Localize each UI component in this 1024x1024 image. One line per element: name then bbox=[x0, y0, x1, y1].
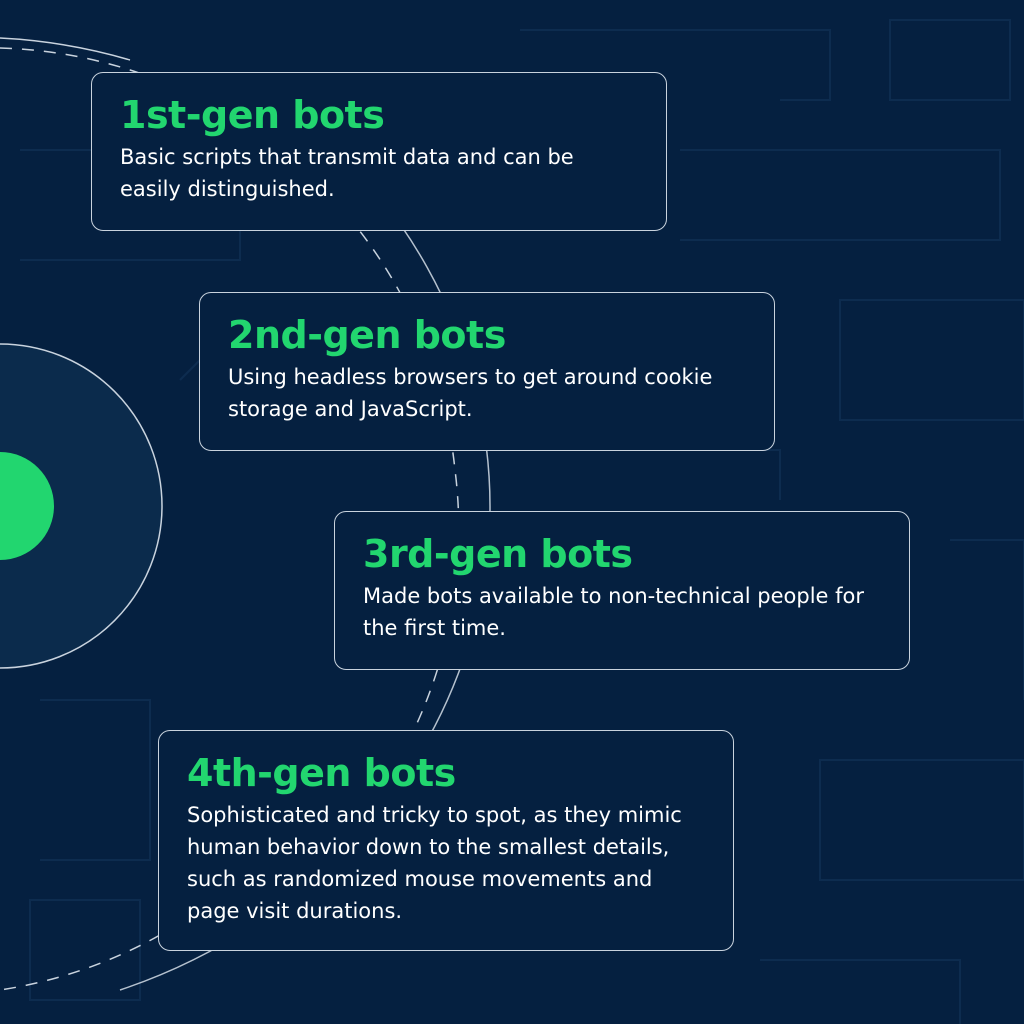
card-description: Sophisticated and tricky to spot, as the… bbox=[187, 803, 682, 923]
outer-arc bbox=[0, 37, 131, 61]
card-title: 2nd-gen bots bbox=[228, 313, 506, 357]
card-title: 3rd-gen bots bbox=[363, 532, 633, 576]
timeline-card-3rd-gen: 3rd-gen bots Made bots available to non-… bbox=[334, 511, 910, 670]
dashed-arc-bottom bbox=[0, 934, 161, 991]
card-description: Basic scripts that transmit data and can… bbox=[120, 145, 574, 201]
timeline-card-4th-gen: 4th-gen bots Sophisticated and tricky to… bbox=[158, 730, 734, 951]
card-description: Made bots available to non-technical peo… bbox=[363, 584, 865, 640]
timeline-card-2nd-gen: 2nd-gen bots Using headless browsers to … bbox=[199, 292, 775, 451]
timeline-card-1st-gen: 1st-gen bots Basic scripts that transmit… bbox=[91, 72, 667, 231]
card-title: 4th-gen bots bbox=[187, 751, 456, 795]
card-description: Using headless browsers to get around co… bbox=[228, 365, 713, 421]
center-dot bbox=[0, 452, 54, 560]
card-title: 1st-gen bots bbox=[120, 93, 385, 137]
halo-circle bbox=[0, 343, 163, 669]
